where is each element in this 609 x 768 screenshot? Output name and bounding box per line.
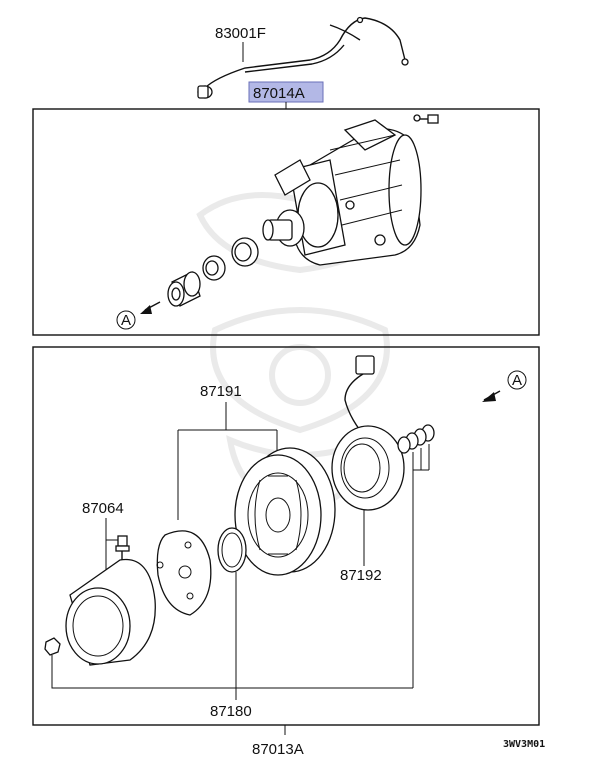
- label-harness: 83001F: [215, 25, 266, 42]
- label-field-coil: 87192: [340, 567, 382, 584]
- drawing-code: 3WV3M01: [503, 739, 545, 750]
- ref-a-top-label: A: [121, 312, 131, 329]
- field-coil-part: [331, 425, 405, 511]
- clutch-box: [32, 346, 540, 726]
- snap-ring-part: [217, 527, 247, 573]
- label-compressor-clutch: 87013A: [252, 741, 304, 758]
- harness-part: [197, 16, 409, 99]
- label-compressor-assy: 87014A: [253, 85, 305, 102]
- label-snap-ring: 87180: [210, 703, 252, 720]
- label-bolt: 87064: [82, 500, 124, 517]
- bolt-part: [115, 535, 130, 560]
- seal-rings-part: [202, 237, 259, 281]
- ref-a-arrow-right: [482, 370, 527, 402]
- bracket-shims: [412, 444, 430, 688]
- shims-part: [397, 424, 435, 454]
- bushing-part: [167, 271, 201, 307]
- fitting-part: [413, 114, 439, 124]
- bracket-clutch-assy: [177, 402, 278, 520]
- nut-part: [44, 637, 61, 656]
- ref-a-right-label: A: [512, 372, 522, 389]
- bracket-bottom: [51, 572, 413, 689]
- armature-plate-part: [156, 530, 212, 616]
- ref-a-arrow-top: [116, 301, 161, 330]
- label-clutch-assy: 87191: [200, 383, 242, 400]
- clutch-housing-part: [65, 558, 156, 666]
- pulley-part: [234, 447, 336, 576]
- compressor-box: [32, 108, 540, 336]
- compressor-part: [262, 119, 422, 266]
